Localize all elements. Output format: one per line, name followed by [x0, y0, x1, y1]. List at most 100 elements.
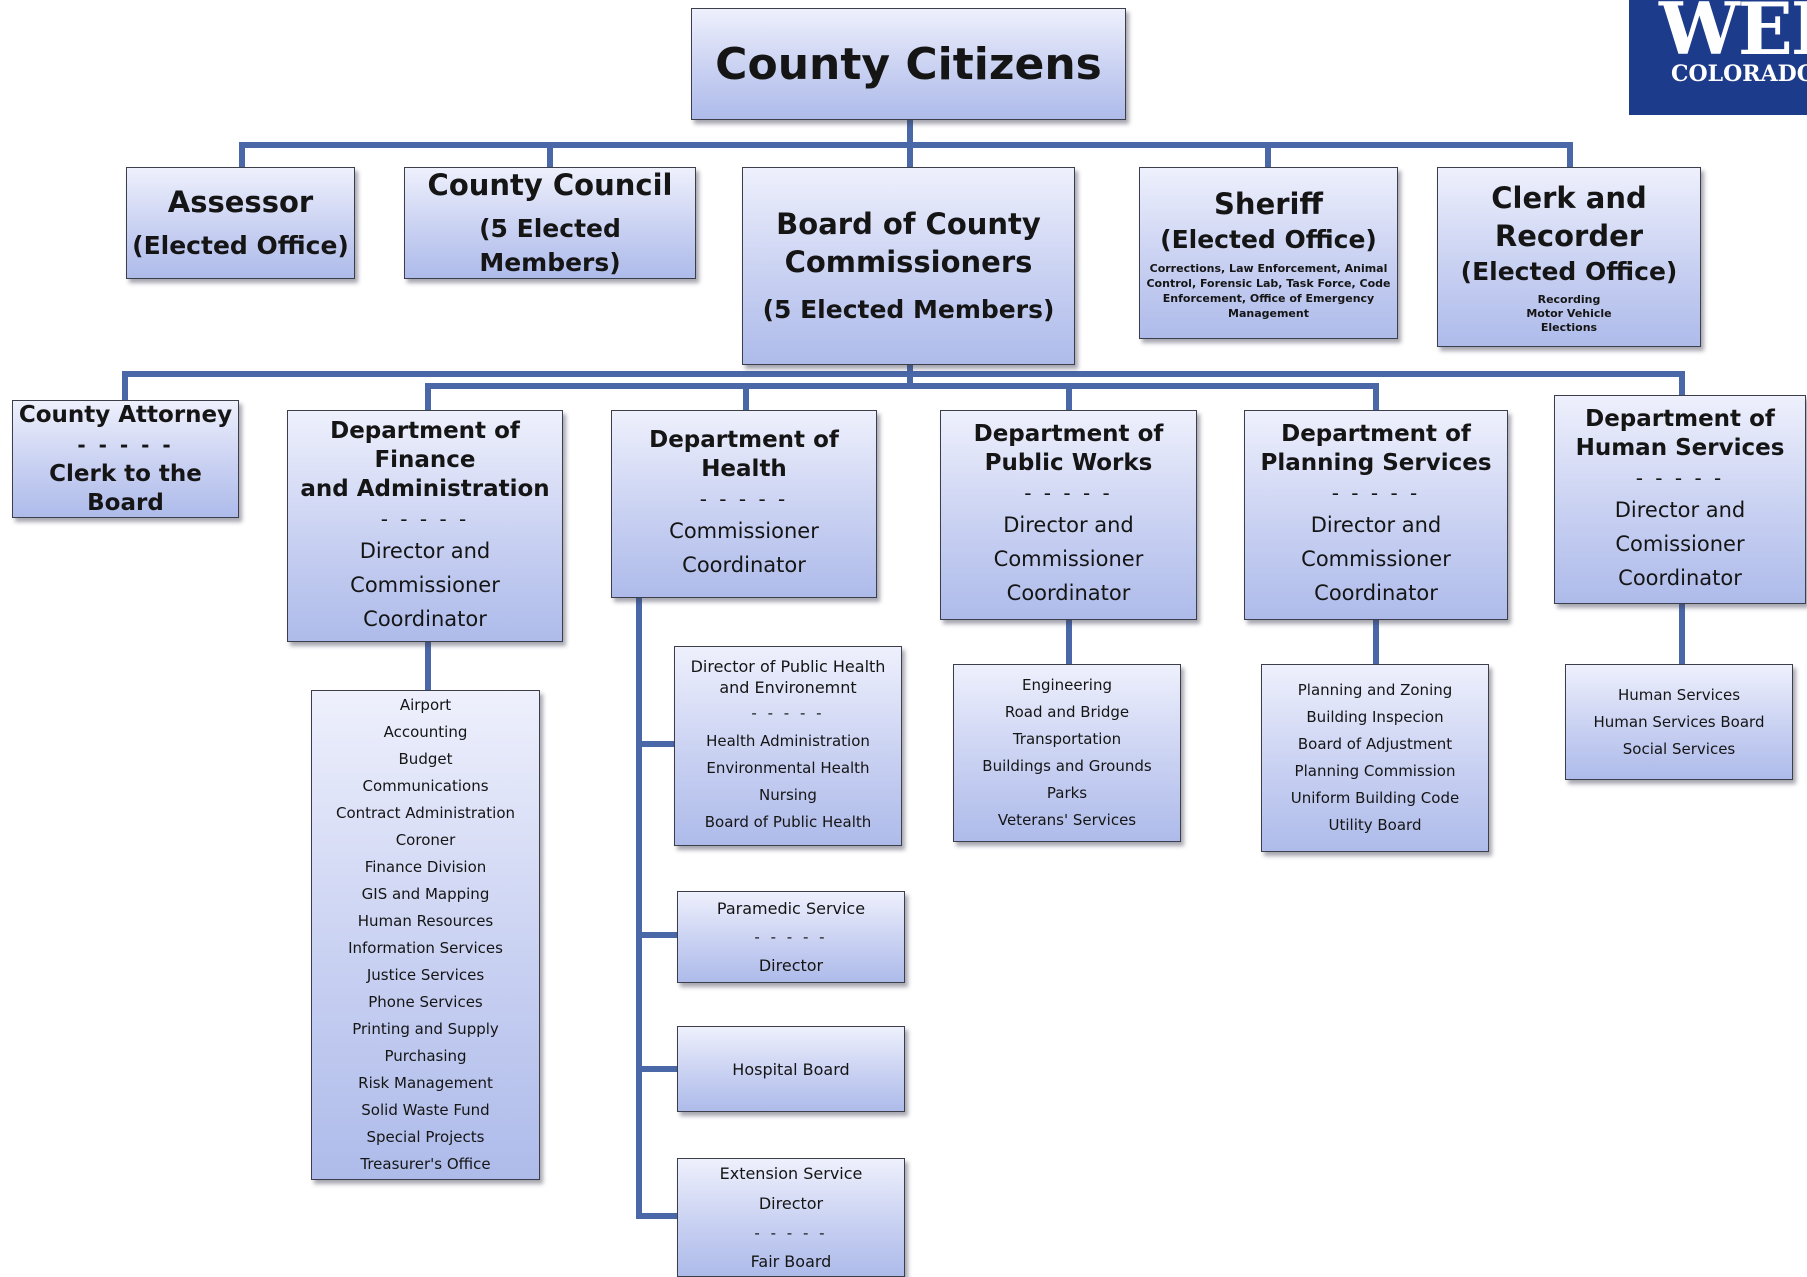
sheriff-type: (Elected Office) — [1160, 225, 1377, 254]
public-health-separator: - - - - - — [751, 704, 825, 722]
planning-item: Utility Board — [1328, 816, 1422, 834]
dept-health-name: Department of Health — [649, 427, 839, 482]
clerk-type: (Elected Office) — [1460, 257, 1678, 286]
assessor-box: Assessor (Elected Office) — [126, 167, 355, 279]
finance-division-item: Treasurer's Office — [360, 1155, 491, 1173]
finance-division-item: Accounting — [383, 723, 468, 741]
dept-human-services-box: Department of Human Services - - - - - D… — [1554, 395, 1806, 604]
finance-division-item: Information Services — [348, 939, 503, 957]
public-works-item: Veterans' Services — [997, 811, 1137, 829]
finance-division-item: Risk Management — [358, 1074, 493, 1092]
board-line2: Commissioners — [784, 245, 1033, 279]
planning-item: Board of Adjustment — [1297, 735, 1453, 753]
human-services-divisions-box: Human Services Human Services Board Soci… — [1565, 664, 1793, 780]
planning-item: Uniform Building Code — [1290, 789, 1460, 807]
county-attorney-box: County Attorney - - - - - Clerk to the B… — [12, 400, 239, 518]
dept-human-role1: Director and — [1614, 497, 1746, 522]
dept-finance-box: Department of Finance and Administration… — [287, 410, 563, 642]
public-health-item: Health Administration — [706, 732, 870, 750]
human-services-item: Social Services — [1622, 739, 1736, 758]
county-attorney-name: County Attorney — [18, 401, 233, 428]
finance-division-item: Solid Waste Fund — [361, 1101, 490, 1119]
finance-division-item: Communications — [362, 777, 489, 795]
clerk-item: Recording — [1537, 293, 1601, 306]
clerk-line1: Clerk and — [1491, 181, 1647, 215]
dept-finance-line2: and Administration — [300, 475, 550, 502]
public-health-box: Director of Public Health and Environemn… — [674, 646, 902, 846]
finance-division-item: Phone Services — [368, 993, 483, 1011]
finance-division-item: Airport — [399, 696, 452, 714]
county-attorney-role: Clerk to the Board — [49, 460, 202, 516]
sheriff-name: Sheriff — [1214, 187, 1323, 221]
clerk-item: Motor Vehicle — [1526, 307, 1612, 320]
clerk-recorder-box: Clerk and Recorder (Elected Office) Reco… — [1437, 167, 1701, 347]
dept-planning-line2: Planning Services — [1260, 450, 1492, 476]
extension-sub: Fair Board — [750, 1251, 832, 1271]
dept-human-separator: - - - - - — [1635, 465, 1725, 490]
public-works-divisions-box: Engineering Road and Bridge Transportati… — [953, 664, 1181, 842]
board-type: (5 Elected Members) — [762, 295, 1055, 324]
sheriff-details: Corrections, Law Enforcement, Animal Con… — [1146, 262, 1391, 320]
finance-divisions-box: Airport Accounting Budget Communications… — [311, 690, 540, 1180]
dept-planning-role1: Director and — [1310, 513, 1442, 537]
public-health-line1: Director of Public Health — [690, 657, 886, 676]
dept-public-works-line1: Department of — [973, 421, 1164, 447]
human-services-item: Human Services — [1617, 685, 1741, 704]
extension-separator: - - - - - — [754, 1223, 828, 1242]
dept-planning-role2: Commissioner Coordinator — [1301, 547, 1451, 605]
dept-finance-role1: Director and — [359, 538, 491, 563]
dept-health-box: Department of Health - - - - - Commissio… — [611, 410, 877, 598]
dept-public-works-role1: Director and — [1003, 513, 1134, 537]
county-attorney-separator: - - - - - — [77, 432, 174, 457]
assessor-type: (Elected Office) — [132, 231, 349, 260]
extension-service-box: Extension Service Director - - - - - Fai… — [677, 1158, 905, 1277]
finance-division-item: GIS and Mapping — [361, 885, 490, 903]
public-works-item: Transportation — [1012, 730, 1122, 748]
dept-finance-line1: Department of Finance — [330, 417, 520, 473]
public-works-item: Engineering — [1022, 676, 1112, 694]
paramedic-separator: - - - - - — [754, 928, 828, 946]
dept-human-role2: Comissioner Coordinator — [1615, 531, 1745, 590]
logo-mark: WELD — [1659, 0, 1807, 71]
public-health-item: Environmental Health — [706, 759, 870, 777]
county-council-name: County Council — [427, 168, 673, 202]
dept-health-role: Commissioner Coordinator — [669, 519, 819, 577]
assessor-name: Assessor — [167, 185, 314, 219]
public-works-item: Buildings and Grounds — [982, 757, 1152, 775]
public-health-line2: and Environemnt — [719, 678, 857, 697]
county-citizens-title: County Citizens — [715, 38, 1102, 90]
finance-division-item: Budget — [398, 750, 453, 768]
public-health-item: Nursing — [759, 786, 817, 804]
planning-item: Planning Commission — [1294, 762, 1456, 780]
dept-public-works-line2: Public Works — [984, 450, 1153, 476]
hospital-board-name: Hospital Board — [732, 1059, 850, 1079]
public-health-item: Board of Public Health — [704, 813, 872, 831]
human-services-item: Human Services Board — [1593, 712, 1765, 731]
county-council-box: County Council (5 Elected Members) — [404, 167, 696, 279]
public-works-item: Road and Bridge — [1004, 703, 1130, 721]
paramedic-role: Director — [758, 956, 824, 975]
finance-division-item: Coroner — [395, 831, 456, 849]
finance-division-item: Special Projects — [366, 1128, 485, 1146]
board-of-commissioners-box: Board of County Commissioners (5 Elected… — [742, 167, 1075, 365]
clerk-item: Elections — [1540, 321, 1598, 334]
clerk-line2: Recorder — [1494, 219, 1644, 253]
planning-item: Planning and Zoning — [1297, 681, 1453, 699]
public-works-item: Parks — [1046, 784, 1088, 802]
extension-role: Director — [758, 1193, 824, 1213]
dept-public-works-separator: - - - - - — [1024, 481, 1113, 505]
hospital-board-box: Hospital Board — [677, 1026, 905, 1112]
county-council-type: (5 Elected Members) — [479, 214, 621, 277]
extension-name: Extension Service — [719, 1163, 863, 1183]
sheriff-box: Sheriff (Elected Office) Corrections, La… — [1139, 167, 1398, 339]
finance-division-item: Human Resources — [357, 912, 494, 930]
paramedic-service-box: Paramedic Service - - - - - Director — [677, 891, 905, 983]
finance-division-item: Justice Services — [366, 966, 485, 984]
finance-division-item: Printing and Supply — [352, 1020, 499, 1038]
planning-divisions-box: Planning and Zoning Building Inspecion B… — [1261, 664, 1489, 852]
dept-planning-box: Department of Planning Services - - - - … — [1244, 410, 1508, 620]
dept-finance-separator: - - - - - — [380, 506, 470, 531]
dept-planning-line1: Department of — [1281, 421, 1471, 447]
finance-division-item: Finance Division — [364, 858, 487, 876]
